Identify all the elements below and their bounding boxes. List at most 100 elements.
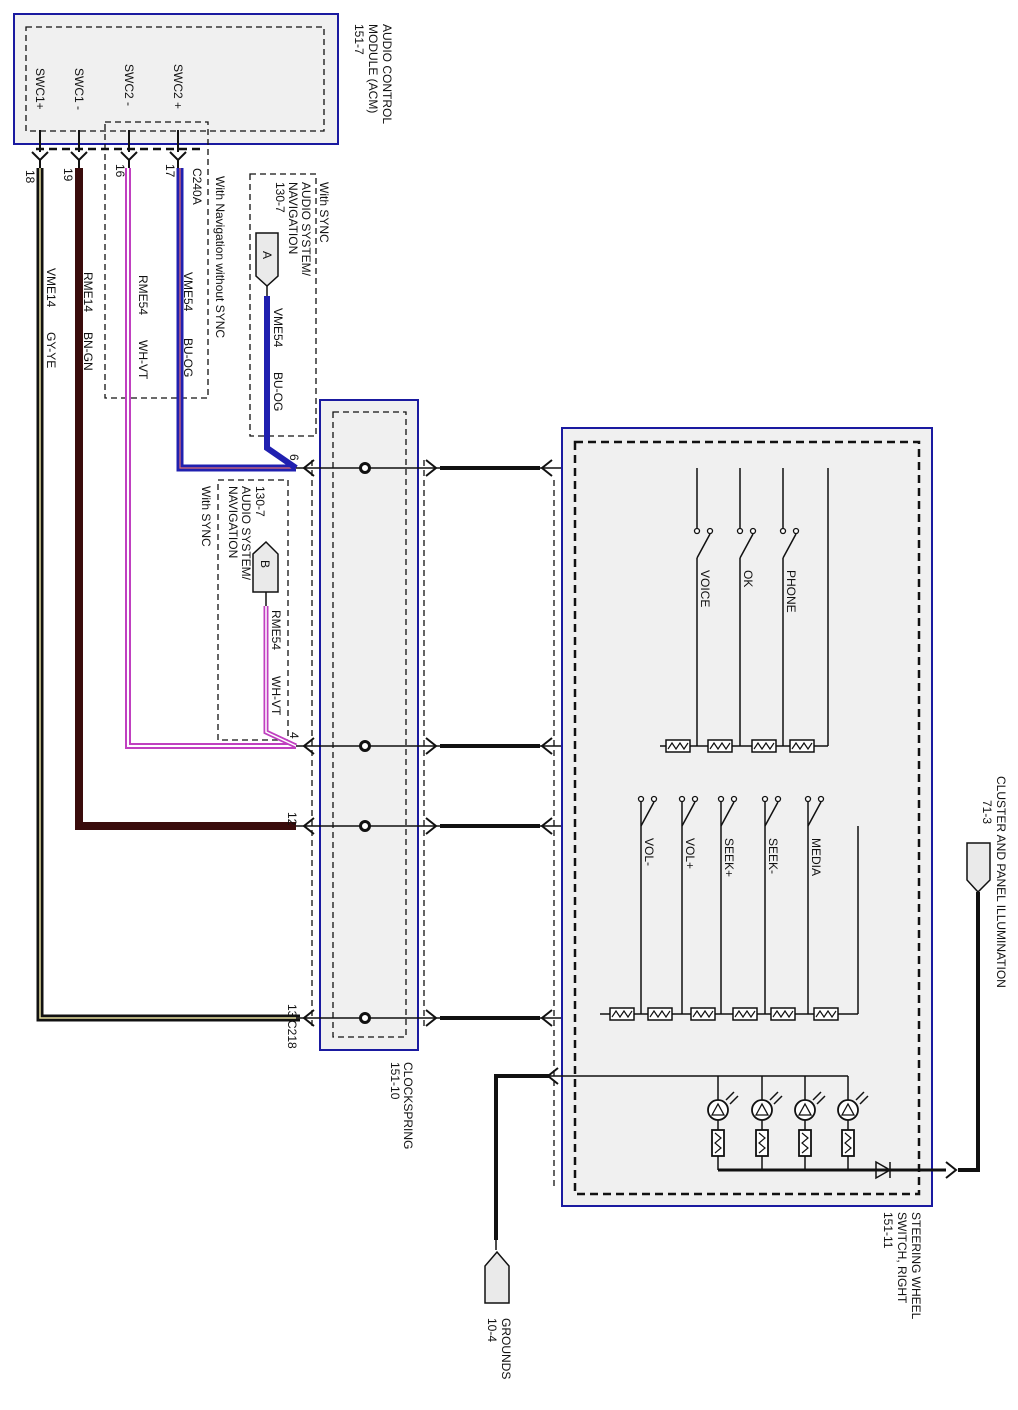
sync-box-a: With SYNC AUDIO SYSTEM/ NAVIGATION 130-7…: [249, 173, 331, 471]
connector-arrow: [540, 1009, 553, 1027]
switch-label: PHONE: [784, 570, 798, 613]
resistor-zigzag: [649, 1009, 671, 1019]
switch-label-2: SWITCH, RIGHT: [895, 1212, 909, 1304]
switch-label: VOICE: [698, 570, 712, 607]
switch-contact: [637, 795, 645, 803]
switch-contact: [730, 795, 738, 803]
resistor-zigzag: [801, 1132, 809, 1154]
resistor-zigzag: [815, 1009, 837, 1019]
wire-rme14: [75, 168, 296, 830]
sync-a-color: BU-OG: [271, 372, 285, 411]
resistor-zigzag: [611, 1009, 633, 1019]
steering-switch-module: STEERING WHEEL SWITCH, RIGHT 151-11: [553, 427, 933, 1320]
wire-circuit-label: RME54: [136, 275, 150, 315]
sync-a-system-2: NAVIGATION: [286, 182, 300, 254]
clockspring-pin: 6: [287, 454, 301, 461]
wire-rme54: [125, 168, 296, 749]
sync-a-ref: 130-7: [273, 182, 287, 213]
resistor-zigzag: [714, 1132, 722, 1154]
connector-arrow: [302, 817, 315, 835]
cluster-label: CLUSTER AND PANEL ILLUMINATION: [994, 776, 1008, 988]
led-triangle: [840, 1102, 856, 1116]
acm-pin-label: SWC1 -: [72, 68, 86, 110]
wire-color-label: BU-OG: [181, 338, 195, 377]
resistor-zigzag: [753, 741, 775, 751]
resistor-zigzag: [758, 1132, 766, 1154]
led-triangle: [754, 1102, 770, 1116]
switch-blade: [696, 533, 711, 559]
connector-a-tag: A: [260, 251, 274, 259]
sync-b-title: With SYNC: [199, 486, 213, 547]
wire-color-label: WH-VT: [136, 340, 150, 380]
connector-arrow: [540, 737, 553, 755]
clockspring-contact: [359, 1012, 371, 1024]
acm-pin-label: SWC2 -: [122, 64, 136, 106]
connector-b-tag: B: [258, 560, 272, 568]
acm-module: AUDIO CONTROL MODULE (ACM) 151-7 SWC1+ S…: [13, 13, 394, 145]
pin-number: 17: [163, 164, 177, 178]
connector-c240a: C240A: [190, 168, 204, 205]
acm-ref: 151-7: [352, 24, 366, 55]
switch-contact: [792, 527, 800, 535]
switch-blade: [764, 801, 779, 827]
acm-pin-label: SWC1+: [33, 68, 47, 110]
switch-contact: [761, 795, 769, 803]
connector-arrow: [540, 459, 553, 477]
sync-b-color: WH-VT: [269, 676, 283, 716]
wire-color-label: GY-YE: [44, 332, 58, 368]
switch-label: STEERING WHEEL: [909, 1212, 923, 1320]
connector-arrow: [425, 737, 438, 755]
resistor-zigzag: [772, 1009, 794, 1019]
cluster-ref: 71-3: [980, 800, 994, 824]
switch-label: VOL+: [683, 838, 697, 869]
switch-label: SEEK+: [722, 838, 736, 877]
connector-arrow: [302, 737, 315, 755]
sync-b-circuit: RME54: [269, 610, 283, 650]
switch-label: VOL-: [642, 838, 656, 866]
switch-contact: [779, 527, 787, 535]
wire-vme54: [176, 168, 296, 472]
resistor-icon: [798, 1129, 812, 1157]
resistor-zigzag: [709, 741, 731, 751]
sync-b-system-2: NAVIGATION: [226, 486, 240, 558]
ground-connector-icon: [484, 1250, 510, 1304]
light-emission-icon: [812, 1091, 826, 1105]
led-triangle: [710, 1102, 726, 1116]
pin-number: 19: [61, 168, 75, 182]
switch-contact: [717, 795, 725, 803]
light-emission-icon: [725, 1091, 739, 1105]
ground: GROUNDS 10-4: [484, 1067, 559, 1379]
nav-without-sync-label: With Navigation without SYNC: [213, 176, 227, 338]
wire-circuit-label: RME14: [81, 272, 95, 312]
clockspring-contact: [359, 462, 371, 474]
cluster-illumination: CLUSTER AND PANEL ILLUMINATION 71-3: [945, 776, 1008, 1179]
sync-a-title: With SYNC: [317, 182, 331, 243]
resistor-zigzag: [667, 741, 689, 751]
switch-contact: [749, 527, 757, 535]
clockspring-ref: 151-10: [388, 1062, 402, 1100]
resistor-zigzag: [791, 741, 813, 751]
light-emission-icon: [855, 1091, 869, 1105]
switch-label: OK: [741, 570, 755, 587]
light-emission-icon: [769, 1091, 783, 1105]
clockspring-label: CLOCKSPRING: [401, 1062, 415, 1149]
switch-ref: 151-11: [881, 1212, 895, 1249]
switch-blade: [807, 801, 822, 827]
sync-a-circuit: VME54: [271, 308, 285, 348]
wire-circuit-label: VME54: [181, 272, 195, 312]
sync-box-b: With SYNC AUDIO SYSTEM/ NAVIGATION 130-7…: [199, 479, 298, 749]
grounds-label: GROUNDS: [499, 1318, 513, 1379]
clockspring-pin: 4: [287, 732, 301, 739]
resistor-icon: [841, 1129, 855, 1157]
sync-a-system: AUDIO SYSTEM/: [299, 182, 313, 277]
wire-vme14: [36, 168, 300, 1022]
resistor-zigzag: [692, 1009, 714, 1019]
switch-blade: [739, 533, 754, 559]
connector-arrow: [425, 1009, 438, 1027]
switch-blade: [681, 801, 696, 827]
connector-arrow: [425, 459, 438, 477]
connector-arrow: [302, 459, 315, 477]
resistor-zigzag: [734, 1009, 756, 1019]
acm-pin-label: SWC2 +: [171, 64, 185, 109]
